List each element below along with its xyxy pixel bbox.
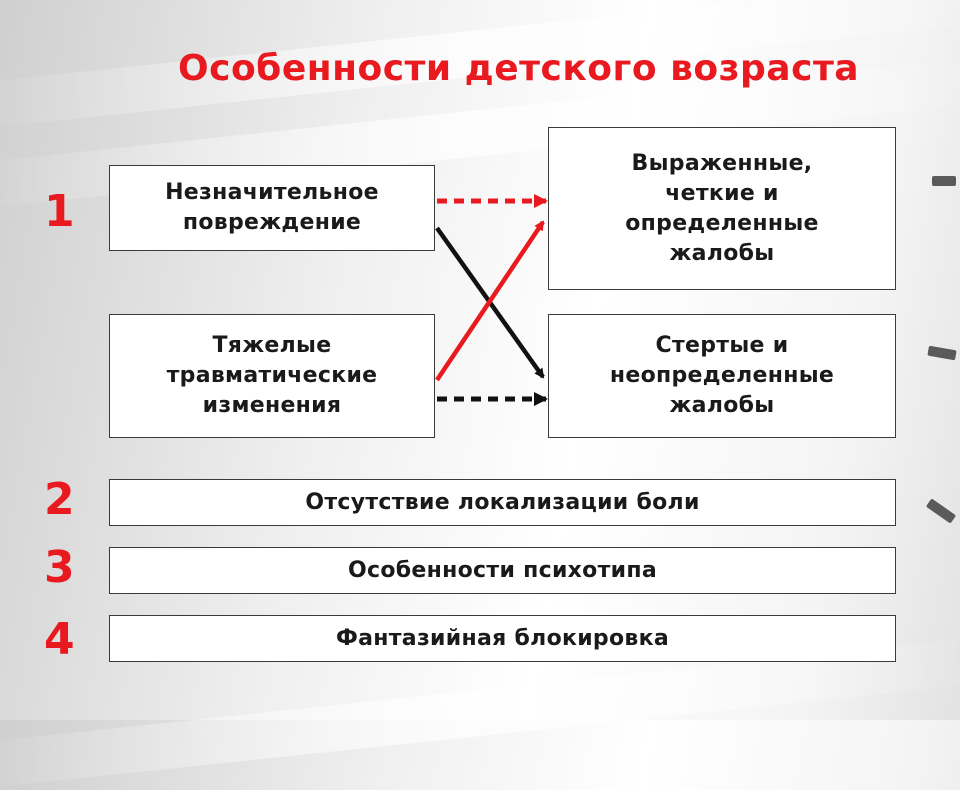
vague-complaints-label: Стертые и неопределенные жалобы [609, 333, 835, 418]
connector-arrows [435, 194, 548, 406]
feature-bar-label: Фантазийная блокировка [335, 625, 669, 651]
clear-complaints-label: Выраженные, четкие и определенные жалобы [625, 150, 819, 266]
item-number-3: 3 [44, 542, 75, 593]
decorative-mark [932, 176, 956, 186]
feature-bar-pain-localization: Отсутствие локализации боли [109, 479, 896, 526]
minor-injury-box: Незначительное повреждение [109, 165, 435, 251]
item-number-2: 2 [44, 474, 75, 525]
item-number-4: 4 [44, 614, 75, 665]
feature-bar-label: Особенности психотипа [348, 557, 657, 583]
minor-injury-label: Незначительное повреждение [165, 180, 379, 235]
feature-bar-psychotype: Особенности психотипа [109, 547, 896, 594]
feature-bar-label: Отсутствие локализации боли [305, 489, 700, 515]
clear-complaints-box: Выраженные, четкие и определенные жалобы [548, 127, 896, 290]
slide-title: Особенности детского возраста [178, 48, 860, 89]
severe-injury-label: Тяжелые травматические изменения [166, 333, 378, 418]
vague-complaints-box: Стертые и неопределенные жалобы [548, 314, 896, 438]
severe-injury-box: Тяжелые травматические изменения [109, 314, 435, 438]
item-number-1: 1 [44, 186, 75, 237]
red-arrow-severe-to-clear [435, 220, 545, 382]
feature-bar-fantasy-block: Фантазийная блокировка [109, 615, 896, 662]
